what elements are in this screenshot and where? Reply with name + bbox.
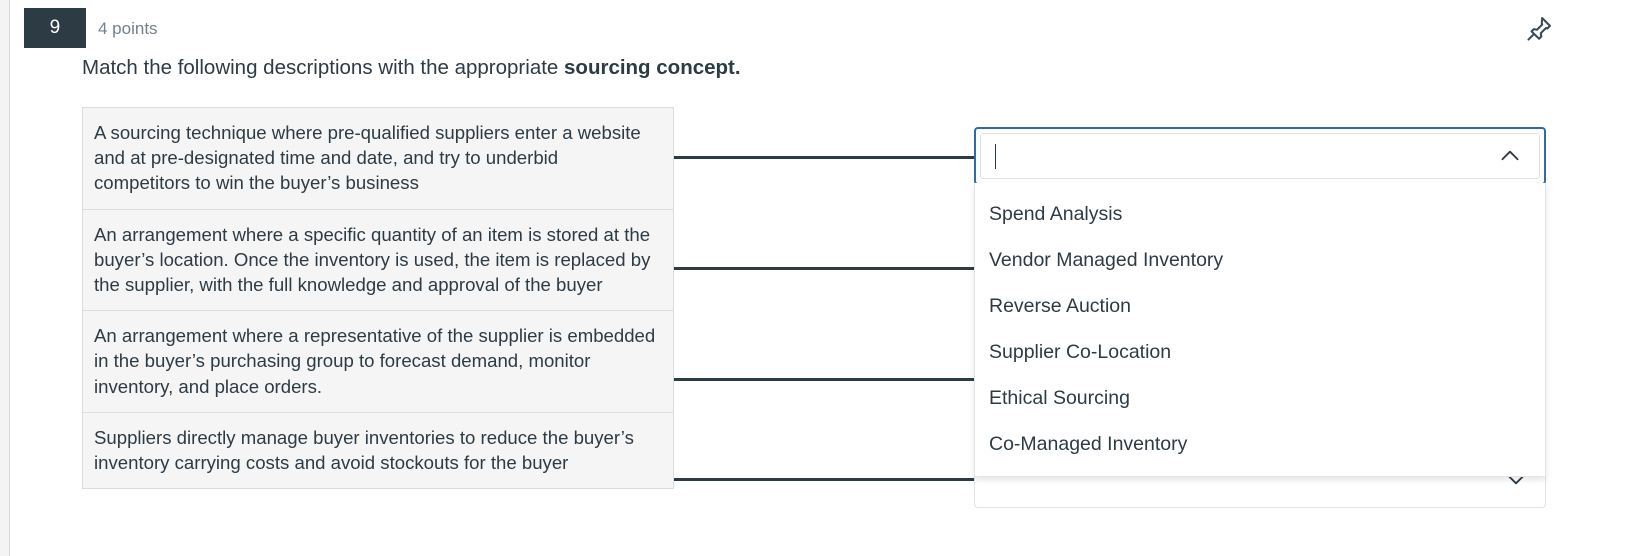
chevron-down-icon xyxy=(1503,466,1529,492)
connector-line-2 xyxy=(674,267,974,270)
dropdown-option[interactable]: Supplier Co-Location xyxy=(989,340,1172,363)
prompt-emphasis: sourcing concept. xyxy=(564,56,741,79)
dropdown-option[interactable]: Reverse Auction xyxy=(989,294,1131,317)
connector-line-1 xyxy=(674,156,974,159)
page-title: Match the following descriptions with th… xyxy=(82,55,741,82)
answer-search-input[interactable] xyxy=(980,133,1540,179)
list-item: Suppliers directly manage buyer inventor… xyxy=(94,426,634,473)
description-list: A sourcing technique where pre-qualified… xyxy=(82,107,674,490)
answer-select-1[interactable] xyxy=(974,127,1546,185)
dropdown-option[interactable]: Spend Analysis xyxy=(989,202,1123,225)
dropdown-option[interactable]: Vendor Managed Inventory xyxy=(989,248,1224,271)
question-points-label: 4 points xyxy=(98,18,158,38)
dropdown-option[interactable]: Ethical Sourcing xyxy=(989,386,1130,409)
list-item: A sourcing technique where pre-qualified… xyxy=(83,108,673,210)
question-number-badge: 9 xyxy=(24,8,86,48)
connector-line-3 xyxy=(674,378,974,381)
text-caret xyxy=(995,143,996,169)
dropdown-option[interactable]: Co-Managed Inventory xyxy=(989,432,1188,455)
list-item: An arrangement where a specific quantity… xyxy=(83,210,673,312)
answer-dropdown-list[interactable]: Spend Analysis Vendor Managed Inventory … xyxy=(974,183,1546,477)
chevron-up-icon xyxy=(1497,143,1523,169)
question-header: 9 4 points xyxy=(24,8,158,48)
pin-icon[interactable] xyxy=(1524,14,1554,44)
left-gutter xyxy=(10,0,34,556)
connector-line-4 xyxy=(674,478,974,481)
left-rail xyxy=(0,0,10,556)
list-item: An arrangement where a representative of… xyxy=(83,311,673,413)
prompt-text: Match the following descriptions with th… xyxy=(82,56,565,79)
